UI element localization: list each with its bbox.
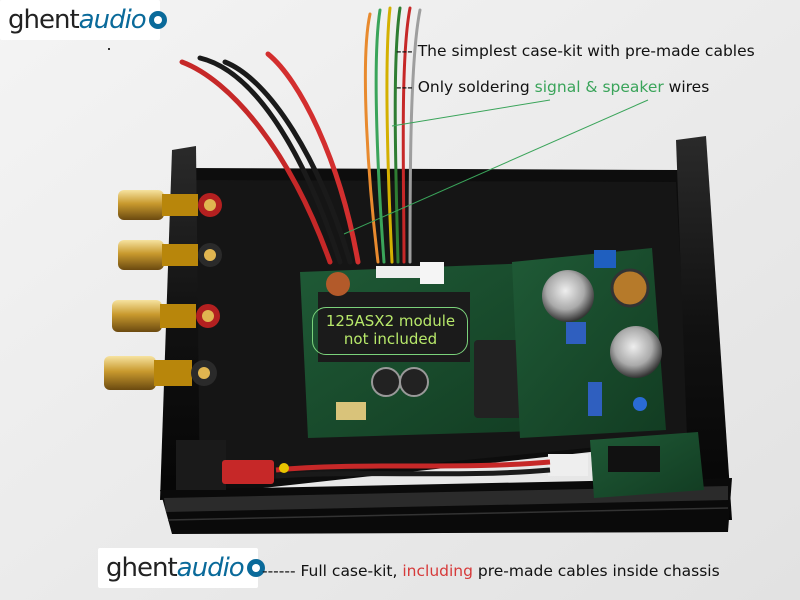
- brand-main-bottom: ghent: [106, 553, 178, 583]
- binding-posts: [104, 190, 222, 390]
- caption-full-kit-prefix: ------ Full case-kit,: [262, 562, 403, 580]
- brand-o-icon: [148, 11, 167, 29]
- caption-leaders: [343, 99, 649, 235]
- speck: [108, 48, 110, 50]
- signal-wires: [363, 6, 422, 264]
- caption-full-kit-highlight: including: [402, 562, 473, 580]
- caption-soldering-highlight: signal & speaker: [534, 78, 664, 96]
- caption-full-kit-suffix: pre-made cables inside chassis: [472, 562, 720, 580]
- caption-full-kit: ------ Full case-kit, including pre-made…: [262, 562, 720, 580]
- caption-soldering-suffix: wires: [663, 78, 710, 96]
- caption-simplest-kit: --- The simplest case-kit with pre-made …: [396, 42, 755, 60]
- power-input: [176, 432, 704, 498]
- brand-logo-top: ghentaudio: [0, 0, 167, 40]
- module-label-line1: 125ASX2 module: [325, 312, 456, 330]
- module-label: 125ASX2 module not included: [318, 312, 463, 348]
- speaker-wires: [179, 51, 361, 265]
- power-supply-board: [512, 248, 666, 438]
- brand-o-icon-bottom: [246, 559, 265, 577]
- caption-soldering: --- Only soldering signal & speaker wire…: [396, 78, 709, 96]
- module-label-line2: not included: [343, 330, 438, 348]
- brand-wordmark: ghentaudio: [0, 5, 167, 35]
- brand-main: ghent: [8, 5, 80, 35]
- brand-logo-bottom: ghentaudio: [98, 548, 265, 588]
- brand-accent: audio: [78, 5, 147, 35]
- brand-wordmark-bottom: ghentaudio: [98, 553, 265, 583]
- caption-soldering-prefix: --- Only soldering: [396, 78, 535, 96]
- module-label-frame: [312, 307, 468, 355]
- brand-accent-bottom: audio: [176, 553, 245, 583]
